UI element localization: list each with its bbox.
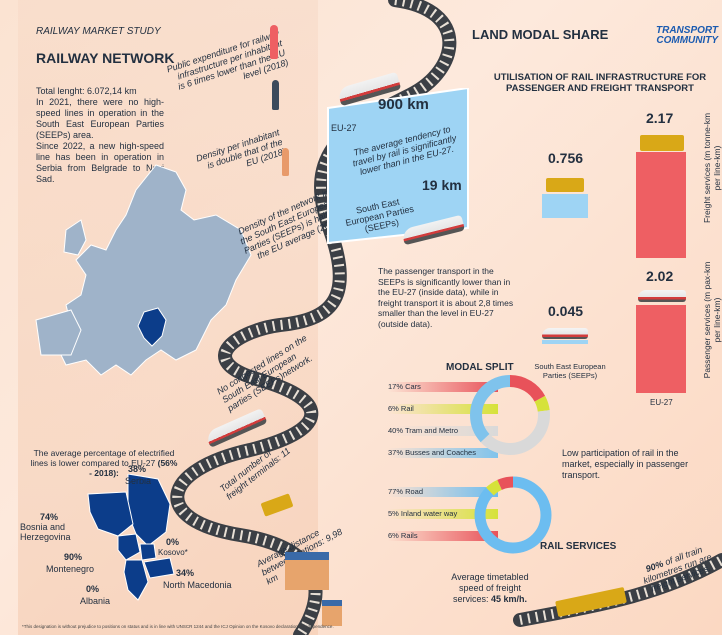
electrified-albania: Albania [80,596,111,606]
logo-line2: COMMUNITY [656,35,719,46]
modal-row-label: 40% Tram and Metro [388,426,459,435]
modal-row-p-1: 6% Rail [388,404,498,414]
map-kosovo [139,543,157,561]
utilisation-title: UTILISATION OF RAIL INFRASTRUCTURE FOR P… [490,72,710,94]
footnote: *This designation is without prejudice t… [22,624,334,629]
utilisation-title-line1: UTILISATION OF RAIL INFRASTRUCTURE FOR [493,72,707,83]
passenger-donut [470,375,550,455]
modal-split-title: MODAL SPLIT [446,362,514,373]
modal-row-label: 6% Rails [388,531,418,540]
map-albania [123,559,149,601]
electrified-montenegro-pct: 90% [64,552,83,562]
avg-speed-label: Average timetabled speed of freight serv… [451,572,529,604]
rail-services-title: RAIL SERVICES [540,541,617,552]
electrified-intro-value: (56% - 2018): [89,458,178,478]
logo-line1: TRANSPORT [656,25,719,36]
util-seep-passenger-value: 0.045 [548,303,584,319]
util-eu-freight-wagon-icon [640,135,684,151]
electrified-kosovo: Kosovo* [158,548,188,557]
donut-segment-2 [470,375,550,455]
donut-segment-0 [474,476,552,554]
modal-row-p-3: 37% Busses and Coaches [388,448,498,458]
avg-speed-value: 45 km/h. [491,594,528,604]
modal-row-label: 5% Inland water way [388,509,458,518]
util-seep-freight-wagon-icon [546,178,584,192]
modal-row-label: 77% Road [388,487,424,496]
station-icon [285,552,329,590]
util-eu-passenger-bar [636,305,686,393]
util-eu-passenger-train-icon [638,290,686,302]
electrified-serbia-pct: 38% [128,464,147,474]
no-high-speed-2021: In 2021, there were no high-speed lines … [36,97,164,140]
util-eu-freight-value: 2.17 [646,110,674,126]
util-seep-freight-value: 0.756 [548,150,584,166]
modal-row-label: 37% Busses and Coaches [388,448,476,457]
total-length: Total lenght: 6.072,14 km [36,86,137,96]
km-seep-value: 19 km [422,177,462,193]
avg-speed-note: Average timetabled speed of freight serv… [448,572,532,605]
freight-donut [474,476,552,554]
util-seep-passenger-bar [542,340,588,344]
util-eu-passenger-value: 2.02 [646,268,674,284]
donut-segment-2 [474,476,552,554]
util-seep-passenger-train-icon [542,328,588,339]
km-eu-value: 900 km [378,96,429,113]
map-uk [63,219,87,256]
modal-row-label: 17% Cars [388,382,421,391]
util-freight-axis-label: Freight services (m tonne-km per line-km… [702,112,722,224]
modal-row-f-1: 5% Inland water way [388,509,498,519]
electrified-montenegro: Montenegro [46,564,95,574]
station-icon-2 [322,600,342,626]
map-bih [87,491,134,537]
electrified-serbia: Serbia [125,476,152,486]
modal-row-f-2: 6% Rails [388,531,498,541]
modal-row-label: 6% Rail [388,404,414,413]
electrified-bih: Bosnia and Herzegovina [20,522,71,542]
map-iberia [35,309,82,356]
util-seep-freight-bar [542,194,588,218]
electrified-kosovo-pct: 0% [166,537,180,547]
person-icon [270,25,278,59]
land-modal-title: LAND MODAL SHARE [472,27,609,42]
electrified-nmacedonia-pct: 34% [176,568,195,578]
map-north-macedonia [143,557,175,579]
person-icon-3 [282,148,289,176]
low-participation-note: Low participation of rail in the market,… [562,448,689,480]
electrified-intro-text: The average percentage of electrified li… [30,448,175,468]
passenger-note: The passenger transport in the SEEPs is … [378,266,514,329]
map-montenegro [117,533,141,561]
utilisation-title-line2: PASSENGER AND FREIGHT TRANSPORT [506,83,694,94]
electrified-nmacedonia: North Macedonia [163,580,232,590]
high-speed-2022: Since 2022, a new high-speed line has be… [36,141,164,184]
electrified-albania-pct: 0% [86,584,100,594]
person-icon-2 [272,80,279,110]
electrified-bih-pct: 74% [40,512,59,522]
km-comparison-box [327,88,469,245]
electrified-intro: The average percentage of electrified li… [28,448,180,478]
europe-map [35,164,252,376]
util-eu-freight-bar [636,152,686,258]
study-label: RAILWAY MARKET STUDY [36,26,161,37]
donut-segment-3 [470,375,550,455]
util-passenger-axis-label: Passenger services (m pax-km per line-km… [702,261,722,379]
transport-community-logo: TRANSPORT COMMUNITY [656,26,718,46]
seeps-map [87,474,175,601]
network-intro: Total lenght: 6.072,14 km In 2021, there… [36,86,164,185]
section-title: RAILWAY NETWORK [36,50,175,66]
modal-row-p-2: 40% Tram and Metro [388,426,498,436]
util-eu-label: EU-27 [650,398,673,407]
km-eu-label: EU-27 [331,123,357,133]
map-europe-landmass [55,164,252,376]
util-seep-label: South East European Parties (SEEPs) [534,362,606,380]
map-seeps-highlight [137,307,167,347]
modal-row-p-0: 17% Cars [388,382,498,392]
modal-row-f-0: 77% Road [388,487,498,497]
